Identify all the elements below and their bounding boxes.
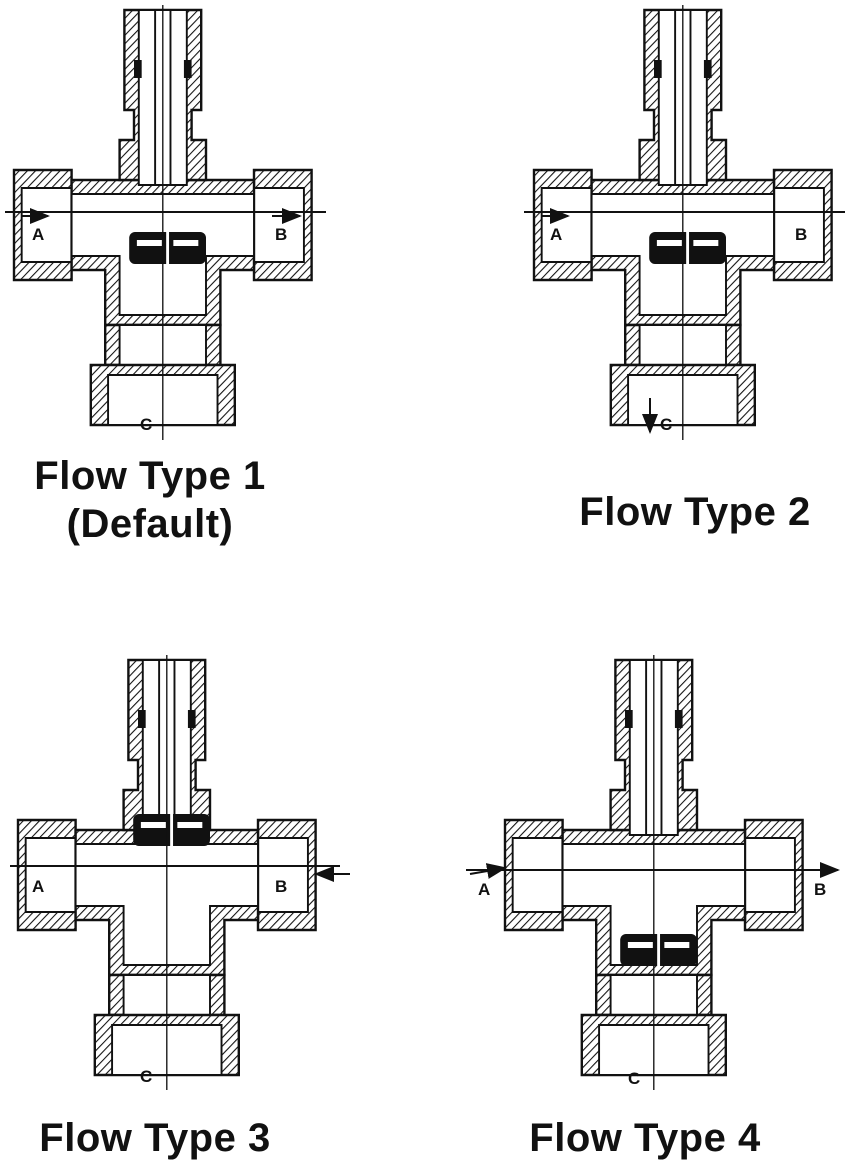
port-label-a-4: A	[478, 880, 490, 899]
caption-flow-type-1: Flow Type 1 (Default)	[10, 452, 290, 548]
port-label-b-3: B	[275, 877, 287, 896]
port-label-c-3: C	[140, 1067, 152, 1086]
flow-arrow-a-4	[469, 863, 507, 879]
caption-flow-type-2: Flow Type 2	[579, 490, 811, 534]
caption-flow-type-4: Flow Type 4	[529, 1116, 761, 1160]
port-label-c-1: C	[140, 415, 152, 434]
port-label-a-1: A	[32, 225, 44, 244]
port-label-c-2: C	[660, 415, 672, 434]
valve-flow-type-2	[532, 5, 833, 440]
port-label-c-4: C	[628, 1069, 640, 1088]
port-label-b-1: B	[275, 225, 287, 244]
valve-flow-type-4	[503, 655, 804, 1090]
caption-flow-type-1-line1: Flow Type 1	[34, 454, 266, 498]
valve-flow-type-3	[16, 655, 317, 1090]
port-label-a-2: A	[550, 225, 562, 244]
port-label-a-3: A	[32, 877, 44, 896]
caption-flow-type-3: Flow Type 3	[39, 1116, 271, 1160]
port-label-b-4: B	[814, 880, 826, 899]
port-label-b-2: B	[795, 225, 807, 244]
caption-flow-type-1-line2: (Default)	[66, 502, 234, 546]
valve-flow-type-1	[12, 5, 313, 440]
